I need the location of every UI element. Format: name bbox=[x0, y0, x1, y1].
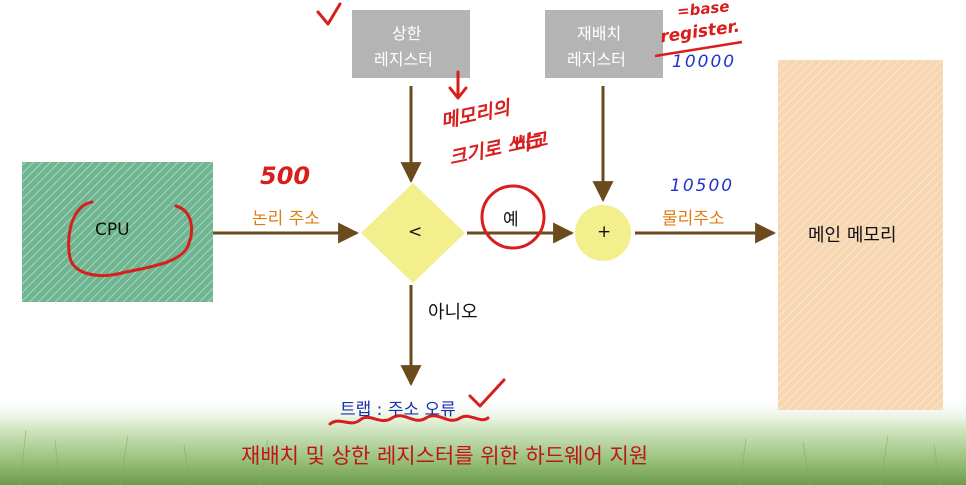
handwritten-logical-value: 500 bbox=[260, 162, 311, 190]
limit-register-label-line1: 상한 bbox=[392, 24, 422, 43]
logical-address-label: 논리 주소 bbox=[252, 209, 320, 229]
compare-symbol: < bbox=[408, 222, 423, 242]
limit-register-label-line2: 레지스터 bbox=[374, 50, 433, 69]
physical-address-label: 물리주소 bbox=[662, 209, 725, 229]
main-memory-label: 메인 메모리 bbox=[808, 225, 897, 246]
cpu-label: CPU bbox=[95, 220, 130, 240]
down-arrow-note-head bbox=[448, 86, 468, 100]
handwritten-physical-value: 10500 bbox=[670, 176, 735, 196]
relocation-register-label-line1: 재배치 bbox=[577, 24, 622, 43]
limit-register-box bbox=[352, 10, 470, 78]
base-register-underline bbox=[654, 40, 743, 58]
trap-label: 트랩 : 주소 오류 bbox=[340, 400, 456, 420]
checkmark-limit-register bbox=[316, 2, 342, 26]
handwritten-relocation-value: 10000 bbox=[672, 52, 737, 72]
main-memory-block bbox=[778, 60, 943, 410]
adder-circle bbox=[575, 205, 631, 261]
compare-diamond bbox=[361, 183, 465, 283]
cpu-block bbox=[22, 162, 213, 302]
checkmark-trap bbox=[468, 378, 506, 408]
grass-blades bbox=[19, 429, 941, 485]
relocation-register-box bbox=[545, 10, 663, 78]
caption: 재배치 및 상한 레지스터를 위한 하드웨어 지원 bbox=[241, 444, 649, 468]
relocation-register-label-line2: 레지스터 bbox=[567, 50, 626, 69]
add-symbol: + bbox=[597, 222, 612, 242]
yes-label: 예 bbox=[503, 210, 519, 230]
circle-around-cpu bbox=[67, 200, 193, 277]
wavy-underline-trap bbox=[328, 414, 490, 426]
circle-around-yes bbox=[480, 184, 546, 250]
no-label: 아니오 bbox=[428, 302, 478, 323]
